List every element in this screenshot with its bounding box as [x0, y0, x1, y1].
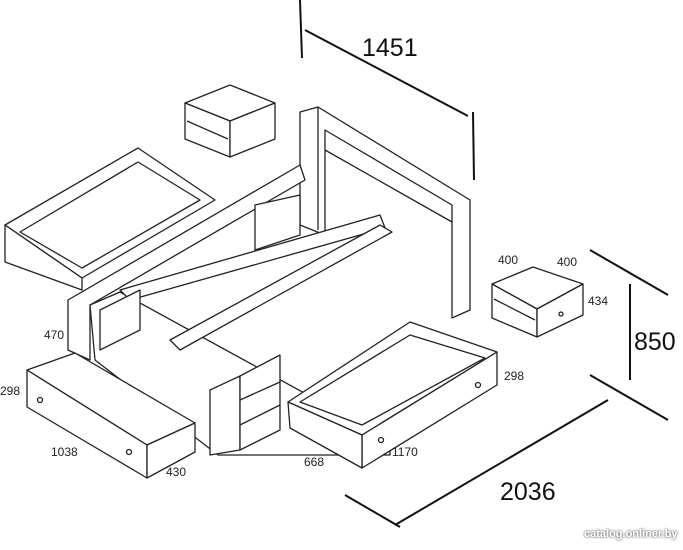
- width-dimension-line: [304, 29, 469, 117]
- frame-side-height-label: 470: [44, 328, 65, 342]
- drawer-handle-icon: [36, 396, 44, 404]
- nightstand-width-label: 400: [498, 253, 519, 267]
- height-extension-top: [589, 249, 669, 296]
- left-drawer-length-label: 1038: [51, 445, 78, 459]
- drawer-right: [287, 321, 498, 469]
- nightstand-left: [184, 84, 276, 158]
- right-drawer-length-label: 1170: [392, 445, 418, 459]
- nightstand-height-label: 434: [588, 294, 609, 308]
- drawer-handle-icon: [377, 436, 385, 444]
- drawer-handle-icon: [125, 448, 133, 456]
- right-drawer-depth-label: 668: [304, 455, 325, 469]
- length-overall-label: 2036: [500, 478, 556, 506]
- length-dimension-line: [394, 399, 609, 526]
- right-drawer-height-label: 298: [504, 369, 525, 383]
- width-extension-right: [472, 111, 475, 181]
- drawer-handle-icon: [474, 381, 482, 389]
- width-overall-label: 1451: [362, 34, 418, 62]
- drawer-left: [26, 352, 196, 479]
- left-drawer-height-label: 298: [0, 384, 21, 398]
- nightstand-right: [491, 266, 584, 338]
- dimension-lines: [299, 0, 669, 528]
- left-drawer-depth-label: 430: [166, 465, 187, 479]
- drawer-top-left: [4, 147, 216, 291]
- height-extension-bottom: [589, 374, 669, 421]
- headboard: [299, 106, 471, 319]
- height-overall-label: 850: [634, 328, 676, 356]
- nightstand-depth-label: 400: [557, 255, 578, 269]
- drawer-handle-icon: [558, 311, 564, 317]
- width-extension-left: [299, 0, 303, 59]
- watermark: catalog.onliner.by: [584, 528, 678, 540]
- length-extension: [344, 494, 401, 528]
